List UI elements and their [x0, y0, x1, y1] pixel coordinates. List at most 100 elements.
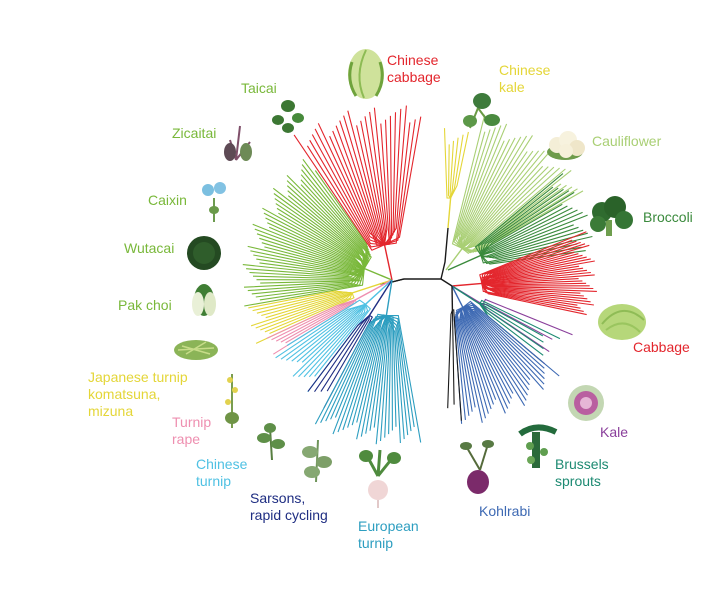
- label-caixin: Caixin: [148, 192, 187, 208]
- branch-stem: [447, 198, 452, 229]
- branch-leaf: [384, 116, 422, 246]
- branch-leaf: [384, 122, 411, 246]
- branch-leaf: [373, 107, 388, 245]
- label-turnip-rape: Turnip rape: [172, 414, 212, 447]
- branch-leaf: [264, 246, 365, 274]
- branch-leaf: [385, 315, 392, 435]
- branch-leaf: [443, 128, 451, 199]
- branch-leaf: [479, 302, 544, 337]
- branch-leaf: [269, 292, 353, 335]
- chinese-turnip-icon: [257, 423, 285, 461]
- branch-leaf: [314, 304, 369, 377]
- label-pak-choi: Pak choi: [118, 297, 172, 313]
- branch-leaf: [261, 242, 365, 272]
- clade-chinese-cabbage: [293, 105, 422, 281]
- branch-leaf: [480, 205, 568, 256]
- branch-leaf: [264, 292, 353, 333]
- branch-leaf: [303, 304, 367, 378]
- branch-leaf: [481, 283, 581, 309]
- clade-black: [447, 285, 462, 421]
- branch-leaf: [479, 299, 561, 340]
- kohlrabi-icon: [460, 440, 494, 494]
- branch-leaf: [386, 315, 397, 427]
- branch-leaf: [452, 309, 462, 421]
- branch-leaf: [451, 309, 455, 405]
- branch-leaf: [480, 250, 586, 265]
- label-broccoli: Broccoli: [643, 209, 693, 225]
- chinese-kale-icon: [463, 93, 500, 129]
- label-cauliflower: Cauliflower: [592, 133, 662, 149]
- branch-leaf: [250, 250, 365, 273]
- branch-leaf: [450, 131, 469, 199]
- clade-european-turnip: [314, 279, 422, 445]
- branch-leaf: [275, 303, 366, 359]
- branch-leaf: [307, 314, 370, 392]
- branch-leaf: [479, 303, 544, 343]
- label-zicaitai: Zicaitai: [172, 125, 217, 141]
- label-chinese-turnip: Chinese turnip: [196, 456, 248, 489]
- branch-leaf: [332, 315, 387, 435]
- branch-stem: [447, 254, 482, 271]
- branch-leaf: [326, 315, 370, 392]
- branch-leaf: [298, 303, 366, 378]
- branch-leaf: [343, 115, 385, 246]
- clade-cabbage: [451, 231, 597, 316]
- label-wutacai: Wutacai: [124, 240, 175, 256]
- branch-leaf: [462, 304, 531, 380]
- branch-leaf: [293, 134, 385, 251]
- sarsons-icon: [302, 439, 332, 483]
- chinese-cabbage-icon: [348, 49, 384, 99]
- branch-leaf: [278, 212, 365, 269]
- clade-japanese-turnip: [248, 279, 393, 344]
- branch-leaf: [308, 304, 367, 378]
- branch-leaf: [462, 306, 530, 386]
- branch-leaf: [335, 125, 385, 246]
- branch-stem: [385, 279, 393, 316]
- pak-choi-icon: [192, 284, 216, 316]
- branch-leaf: [369, 315, 387, 431]
- label-chinese-cabbage: Chinese cabbage: [387, 52, 441, 85]
- branch-leaf: [458, 307, 483, 423]
- branch-leaf: [479, 231, 587, 284]
- branch-leaf: [314, 170, 368, 269]
- branch-leaf: [300, 174, 371, 269]
- branch-leaf: [480, 191, 575, 256]
- taicai-icon: [272, 100, 304, 133]
- branch-leaf: [248, 290, 353, 309]
- branch-stem: [364, 267, 393, 281]
- branch-leaf: [481, 282, 597, 292]
- branch-leaf: [461, 150, 551, 249]
- branch-leaf: [480, 188, 564, 256]
- branch-stem: [368, 279, 393, 316]
- cabbage-icon: [598, 304, 646, 340]
- branch-stem: [364, 279, 393, 305]
- label-kohlrabi: Kohlrabi: [479, 503, 531, 519]
- branch-leaf: [386, 315, 393, 431]
- branch-leaf: [300, 179, 372, 269]
- caixin-icon: [202, 182, 226, 222]
- clade-broccoli: [447, 173, 593, 271]
- clade-green: [242, 158, 393, 307]
- branch-stem: [351, 279, 393, 294]
- branch-leaf: [250, 292, 353, 327]
- label-kale: Kale: [600, 424, 629, 440]
- branch-stem: [451, 285, 464, 308]
- kale-icon: [568, 385, 604, 421]
- branch-leaf: [386, 314, 422, 443]
- branch-leaf: [356, 315, 387, 440]
- branch-leaf: [480, 214, 588, 256]
- label-european-turnip: European turnip: [358, 518, 419, 551]
- branch-leaf: [481, 251, 575, 284]
- branch-leaf: [461, 183, 562, 254]
- branch-leaf: [458, 138, 511, 249]
- branch-leaf: [386, 315, 412, 432]
- brussels-sprouts-icon: [518, 424, 558, 468]
- label-japanese-turnip: Japanese turnip komatsuna, mizuna: [88, 369, 188, 419]
- branch-leaf: [447, 309, 453, 409]
- branch-leaf: [481, 283, 587, 316]
- branch-leaf: [314, 128, 385, 246]
- clade-cauliflower: [445, 114, 584, 271]
- branch-leaf: [332, 130, 385, 246]
- japanese-turnip-icon: [174, 340, 218, 360]
